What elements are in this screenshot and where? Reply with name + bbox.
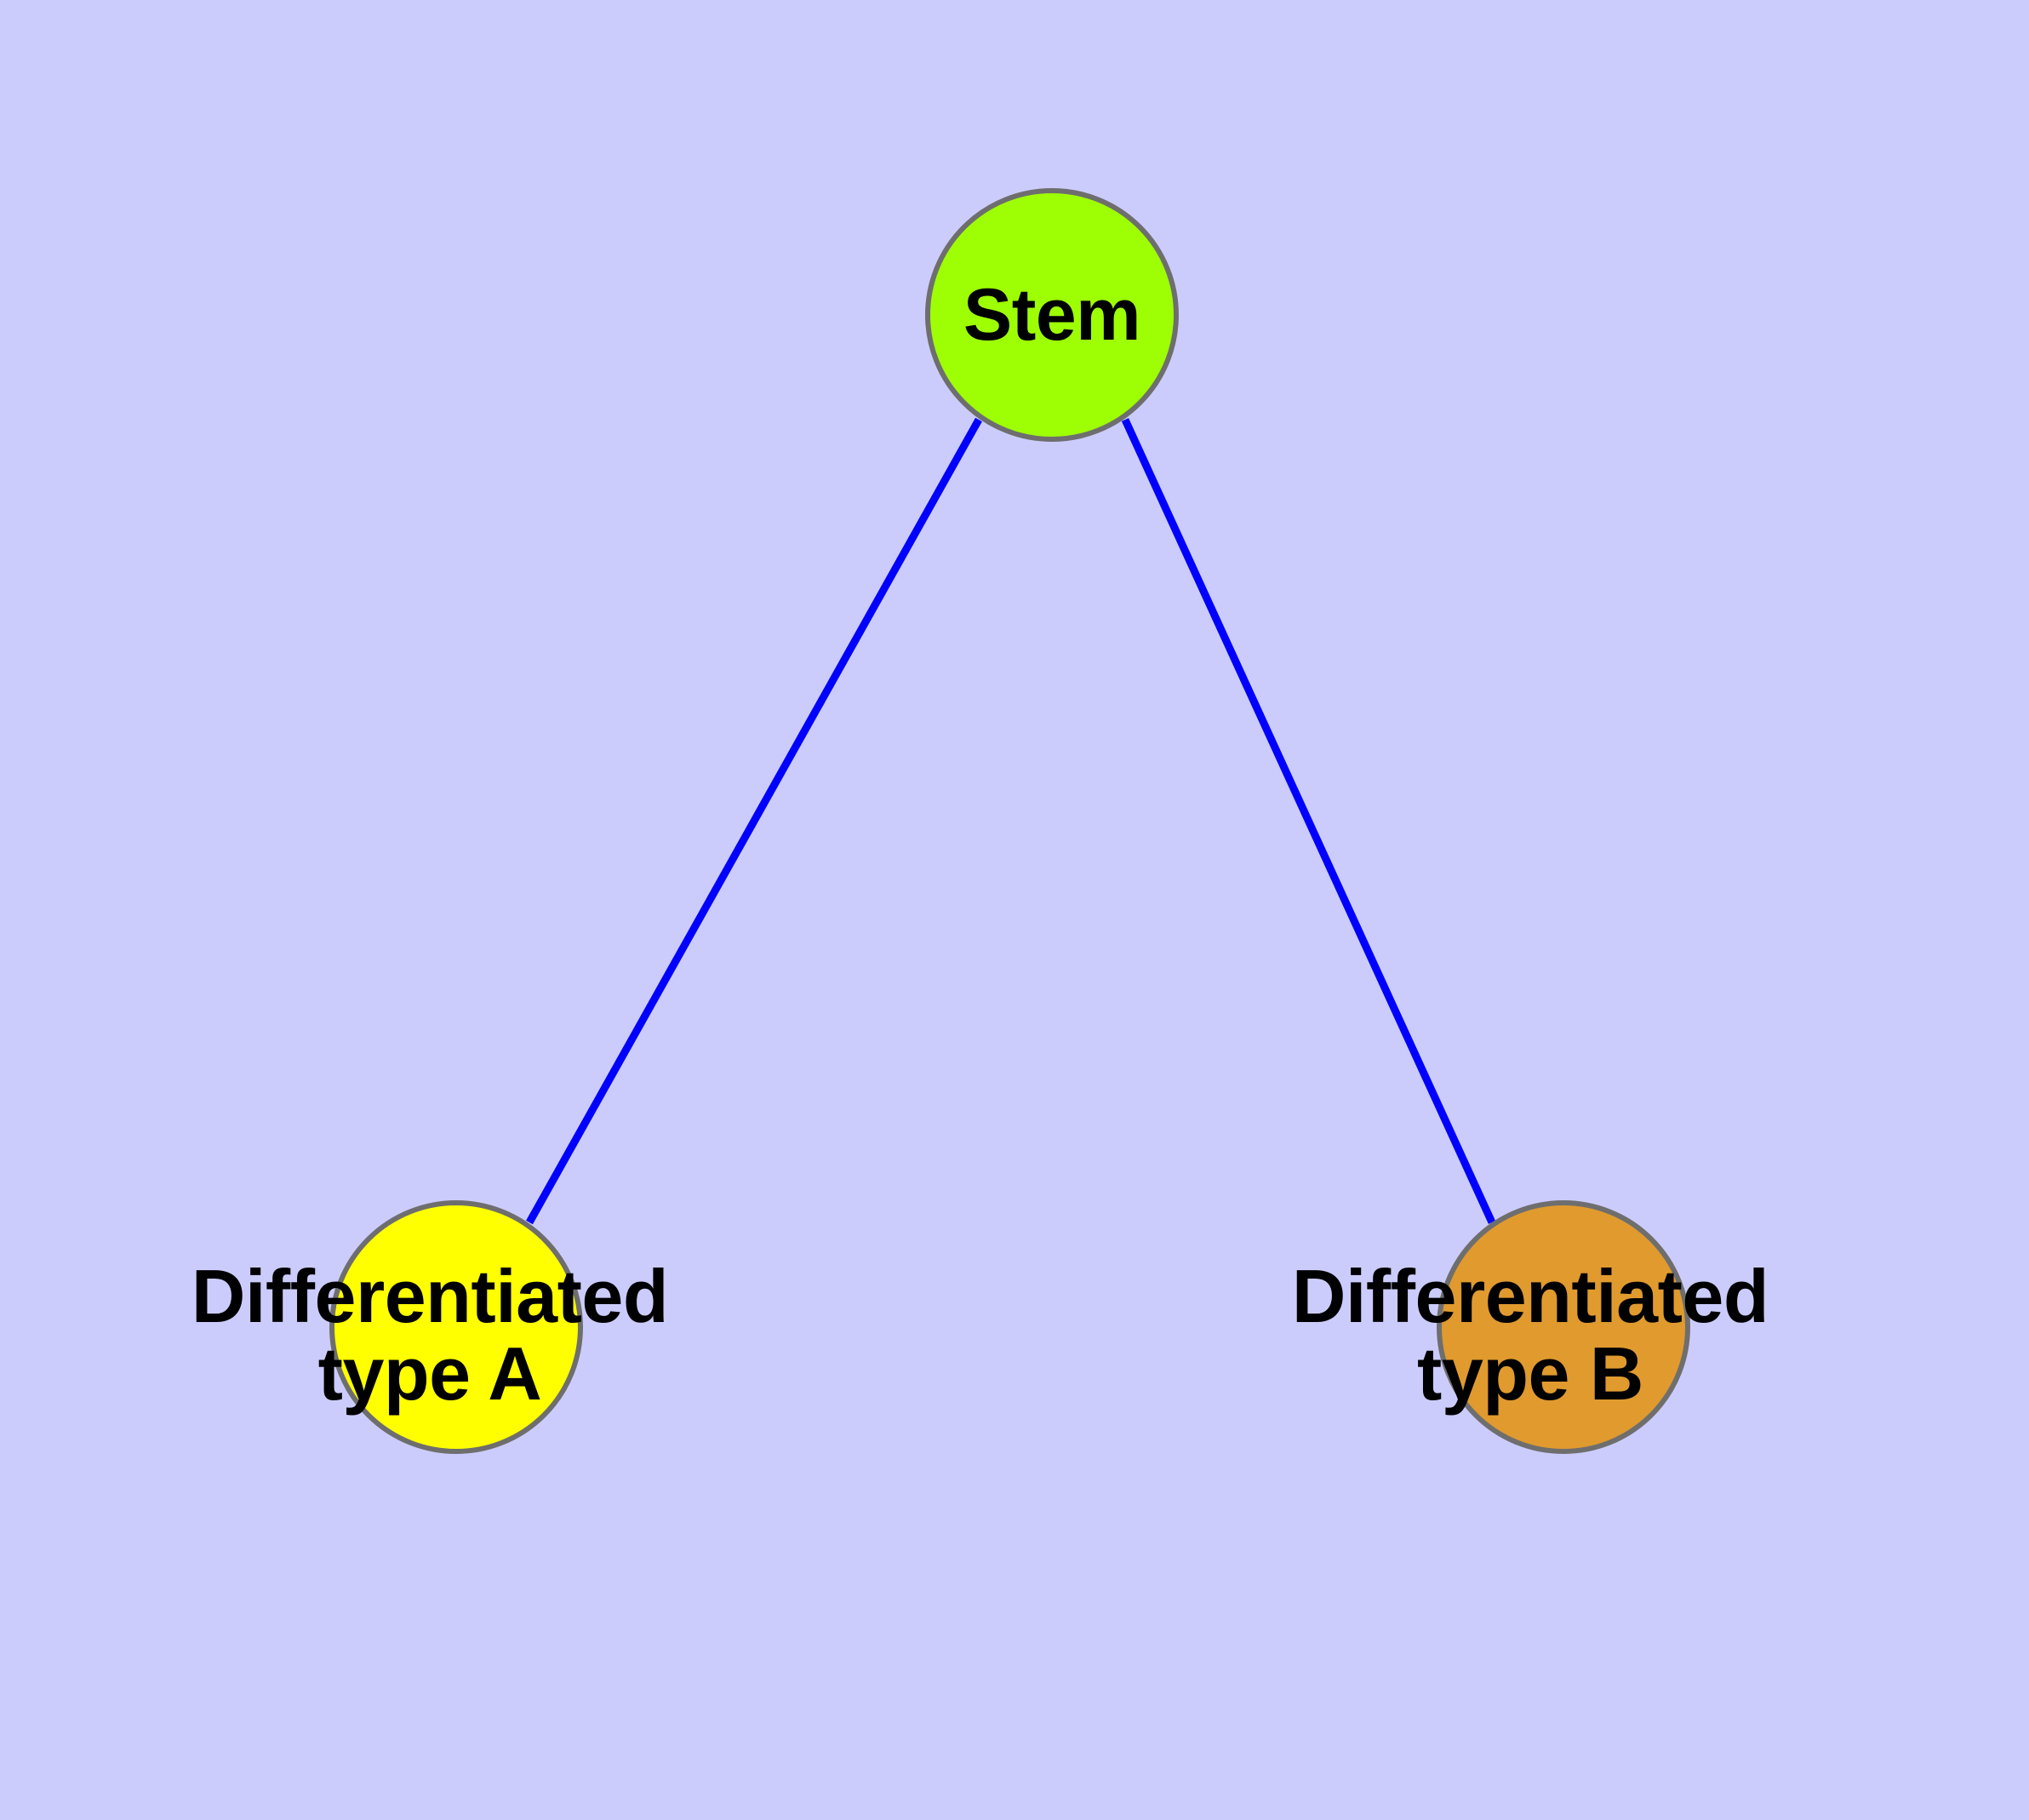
node-stem[interactable] (925, 188, 1179, 442)
node-differentiated-type-b[interactable] (1437, 1200, 1690, 1454)
edge-stem-to-diff-a[interactable] (526, 417, 982, 1225)
edge-layer (526, 417, 1496, 1225)
node-differentiated-type-a[interactable] (329, 1200, 583, 1454)
node-layer (329, 188, 1690, 1454)
edge-stem-to-diff-b[interactable] (1121, 418, 1496, 1224)
